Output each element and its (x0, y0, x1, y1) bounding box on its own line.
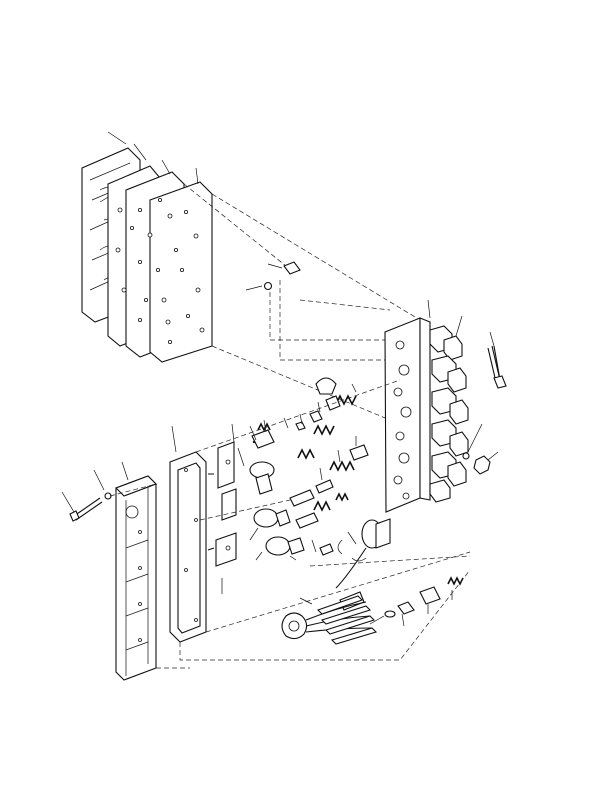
gasket-2 (149, 181, 213, 363)
valve-body-bores (393, 340, 412, 500)
wiring-harness (281, 595, 378, 645)
cover-bolt-and-washer (61, 469, 112, 522)
projection-lines-bottom (109, 379, 471, 669)
detent-plates (207, 423, 237, 594)
valve-body-plate-stack (81, 131, 213, 363)
projection-lines-top (183, 183, 421, 421)
valve-body-bosses (429, 325, 469, 503)
long-bolt (487, 331, 507, 389)
plate-holes (115, 197, 205, 344)
main-valve-body (384, 299, 469, 513)
solenoid-assembly (335, 518, 391, 611)
valve-components (230, 377, 369, 561)
bottom-right-parts (369, 576, 464, 627)
valve-body-cover (115, 425, 207, 681)
nut-and-washer (462, 423, 499, 475)
plug-and-ball (245, 261, 301, 291)
